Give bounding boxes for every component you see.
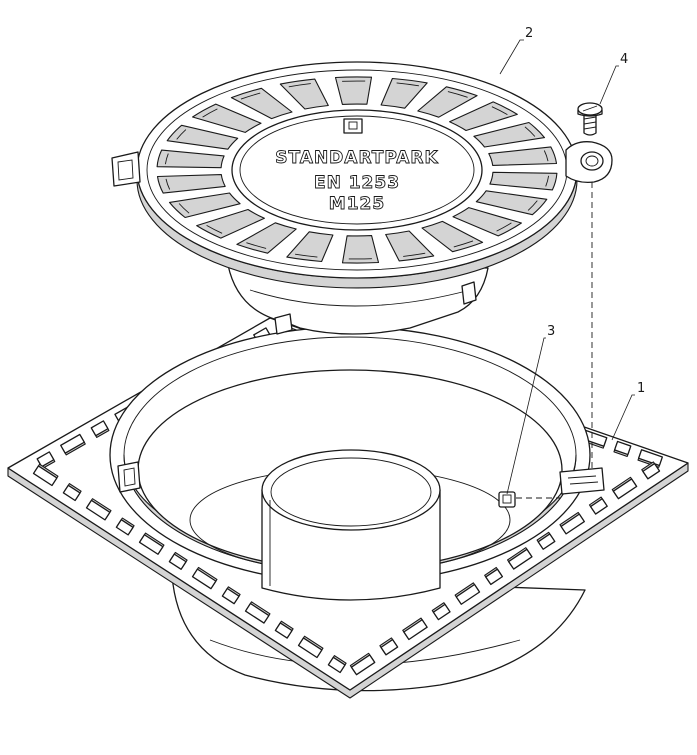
round-grate: STANDARTPARK EN 1253 M125 (112, 62, 612, 334)
outlet-tube (262, 450, 440, 600)
fixing-nut (499, 492, 515, 507)
grate-brand-text: STANDARTPARK (275, 148, 438, 168)
frame-lug-left (118, 462, 140, 492)
grate-lug-right (566, 142, 612, 183)
callout-3: 3 (547, 324, 555, 339)
grate-standard-text: EN 1253 (314, 173, 400, 193)
callout-4: 4 (620, 52, 628, 67)
frame-lug-right (560, 468, 604, 494)
grate-class-text: M125 (329, 194, 385, 214)
drain-frame (8, 318, 688, 698)
grate-lug-left (112, 152, 140, 186)
callout-2: 2 (525, 26, 533, 41)
screw (578, 103, 602, 135)
grate-logo-mark (344, 119, 362, 133)
callout-1: 1 (637, 381, 645, 396)
